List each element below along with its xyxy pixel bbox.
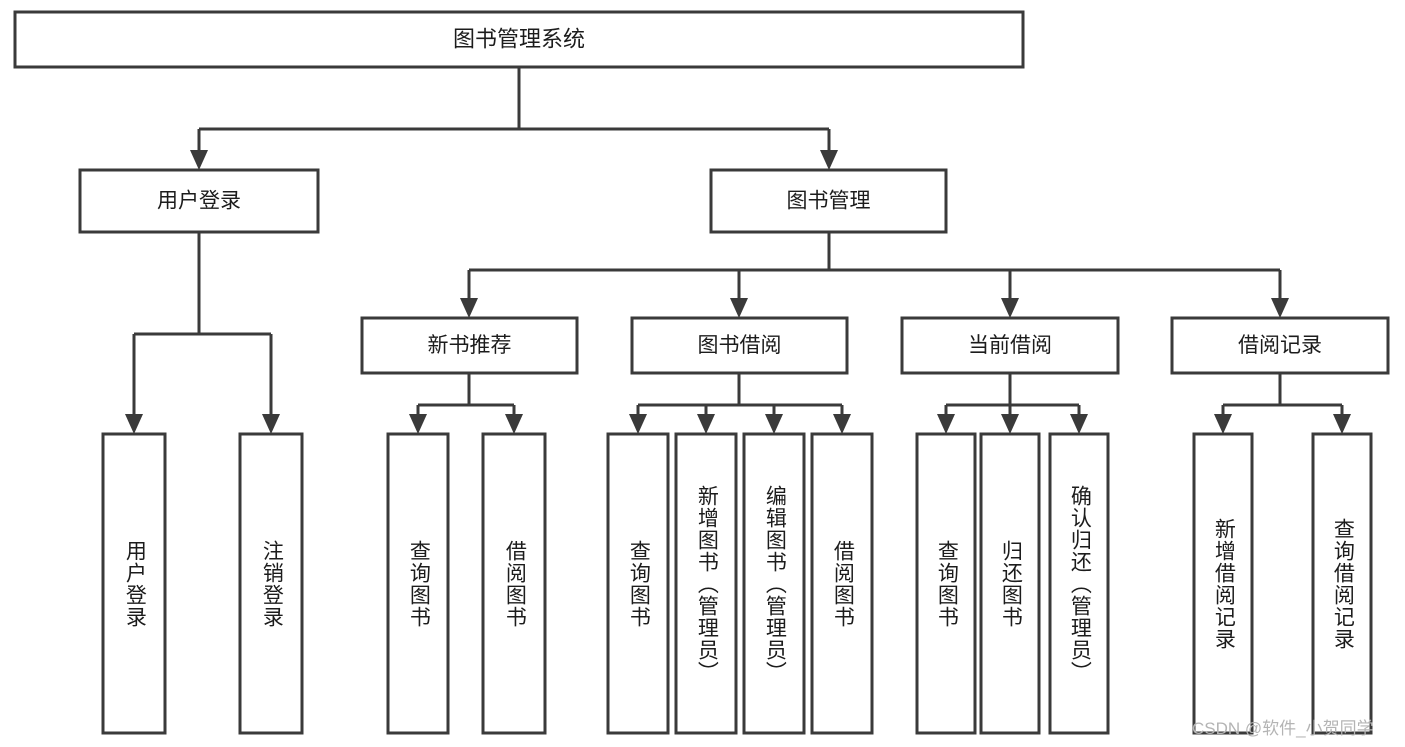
arrow-head-icon — [1214, 414, 1232, 434]
level3-node-box[interactable] — [900, 316, 1120, 375]
level3-node-label: 图书借阅 — [698, 334, 782, 357]
leaf-node-box[interactable] — [101, 432, 167, 735]
leaf-node-box[interactable] — [606, 432, 670, 735]
arrow-head-icon — [697, 414, 715, 434]
leaf-node-box[interactable] — [1311, 432, 1373, 735]
leaf-node-box[interactable] — [1048, 432, 1110, 735]
arrow-head-icon — [820, 150, 838, 170]
leaf-node-box[interactable] — [1192, 432, 1254, 735]
leaf-node-box[interactable] — [810, 432, 874, 735]
watermark-text: CSDN @软件_小贺同学 — [1192, 719, 1374, 738]
leaf-node-box[interactable] — [481, 432, 547, 735]
leaf-node-box[interactable] — [674, 432, 738, 735]
arrow-head-icon — [765, 414, 783, 434]
leaf-node-box[interactable] — [979, 432, 1041, 735]
arrow-head-icon — [125, 414, 143, 434]
arrow-head-icon — [1271, 298, 1289, 318]
level2-node-box[interactable] — [709, 168, 948, 234]
leaf-node-box[interactable] — [386, 432, 450, 735]
level2-node-box[interactable] — [78, 168, 320, 234]
arrow-head-icon — [505, 414, 523, 434]
level3-node-box[interactable] — [630, 316, 849, 375]
level3-node-label: 当前借阅 — [968, 334, 1052, 357]
level3-node-box[interactable] — [1170, 316, 1390, 375]
leaf-node-box[interactable] — [915, 432, 977, 735]
arrow-head-icon — [1001, 414, 1019, 434]
arrow-head-icon — [460, 298, 478, 318]
leaf-node-box[interactable] — [238, 432, 304, 735]
arrow-head-icon — [262, 414, 280, 434]
arrow-head-icon — [1070, 414, 1088, 434]
arrow-head-icon — [190, 150, 208, 170]
arrow-head-icon — [937, 414, 955, 434]
level2-node-label: 图书管理 — [787, 190, 871, 213]
arrow-head-icon — [1333, 414, 1351, 434]
root-node-label: 图书管理系统 — [453, 26, 585, 51]
level3-node-label: 借阅记录 — [1238, 334, 1322, 357]
arrow-head-icon — [730, 298, 748, 318]
level3-node-box[interactable] — [360, 316, 579, 375]
level3-node-label: 新书推荐 — [428, 334, 512, 357]
root-node-box[interactable] — [13, 10, 1025, 69]
leaf-node-box[interactable] — [742, 432, 806, 735]
arrow-head-icon — [833, 414, 851, 434]
level2-node-label: 用户登录 — [157, 190, 241, 213]
arrow-head-icon — [1001, 298, 1019, 318]
connector-layer — [125, 67, 1351, 434]
arrow-head-icon — [409, 414, 427, 434]
arrow-head-icon — [629, 414, 647, 434]
